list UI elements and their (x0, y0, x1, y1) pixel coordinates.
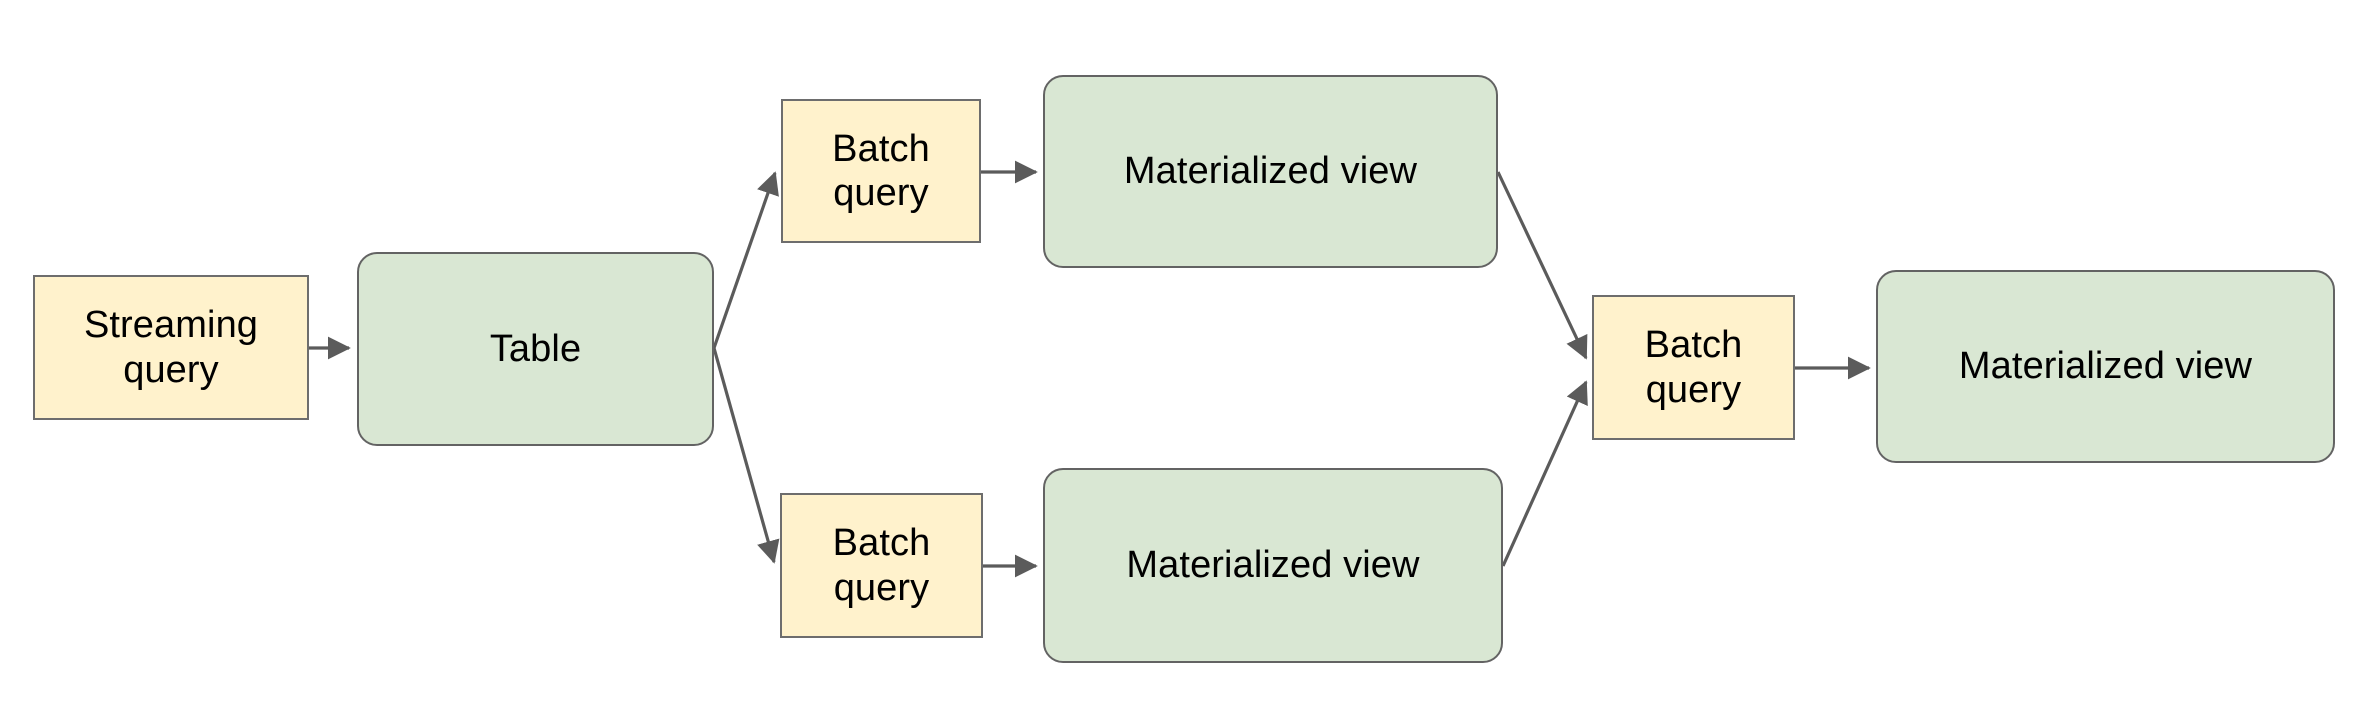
edge-table-to-batch-top (712, 171, 779, 349)
node-batch-query-bottom[interactable]: Batch query (780, 493, 983, 638)
node-label-materialized-view-final: Materialized view (1958, 345, 2253, 388)
node-label-table: Table (489, 327, 582, 370)
edge-mv-top-to-batch-join (1496, 171, 1588, 360)
edge-mv-bottom-to-batch-join (1501, 380, 1588, 567)
node-streaming-query[interactable]: Streaming query (33, 275, 309, 420)
node-materialized-view-top[interactable]: Materialized view (1043, 75, 1498, 268)
node-label-batch-query-bottom: Batch query (832, 522, 931, 609)
node-label-streaming-query: Streaming query (83, 304, 259, 391)
edge-table-to-batch-bottom (712, 347, 780, 564)
node-batch-query-join[interactable]: Batch query (1592, 295, 1795, 440)
node-label-materialized-view-bottom: Materialized view (1126, 544, 1420, 587)
node-label-materialized-view-top: Materialized view (1123, 150, 1418, 193)
node-table[interactable]: Table (357, 252, 714, 446)
node-label-batch-query-top: Batch query (832, 127, 930, 214)
node-materialized-view-final[interactable]: Materialized view (1876, 270, 2335, 463)
node-label-batch-query-join: Batch query (1644, 324, 1743, 411)
node-batch-query-top[interactable]: Batch query (781, 99, 981, 243)
node-materialized-view-bottom[interactable]: Materialized view (1043, 468, 1503, 663)
